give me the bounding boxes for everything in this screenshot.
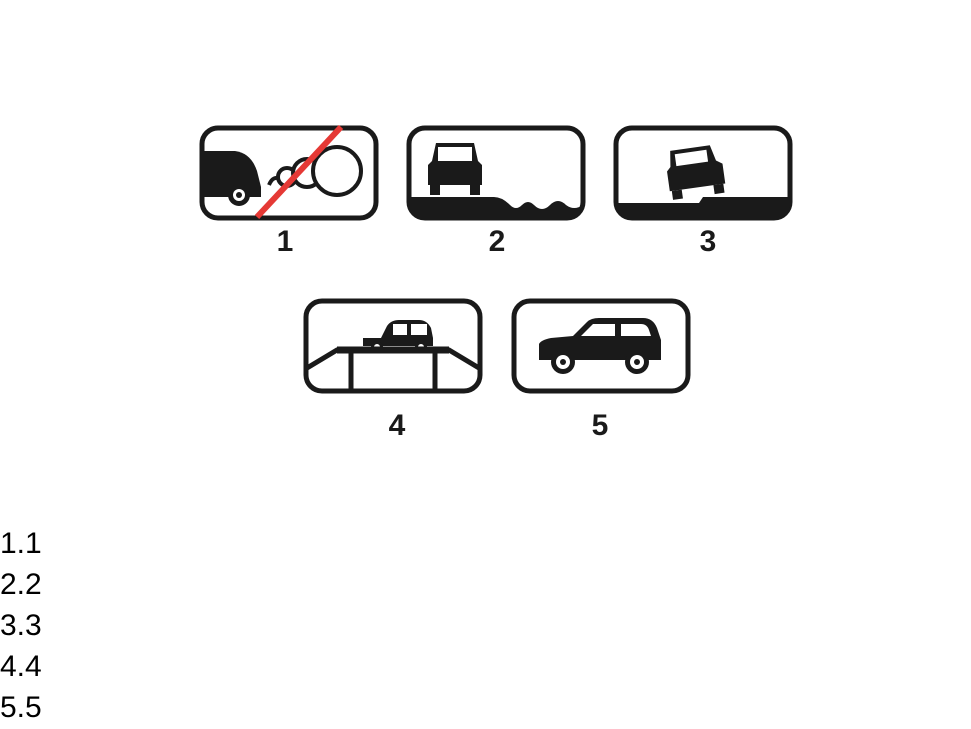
sign-1-number: 1 — [276, 225, 294, 258]
answer-option-4[interactable]: 4.4 — [0, 650, 42, 683]
sign-4-number: 4 — [388, 409, 406, 442]
passenger-car-icon — [511, 298, 691, 394]
answer-options: 1.1 2.2 3.3 4.4 5.5 — [0, 523, 42, 728]
sign-3-number: 3 — [699, 225, 717, 258]
sign-2 — [406, 125, 586, 221]
answer-option-3[interactable]: 3.3 — [0, 609, 42, 642]
answer-option-1[interactable]: 1.1 — [0, 527, 42, 560]
exhaust-smoke-prohibited-icon — [199, 125, 379, 221]
sign-5-number: 5 — [591, 409, 609, 442]
answer-option-5[interactable]: 5.5 — [0, 691, 42, 724]
answer-option-2[interactable]: 2.2 — [0, 568, 42, 601]
car-on-ramp-icon — [303, 298, 483, 394]
sign-4 — [303, 298, 483, 394]
sign-5 — [511, 298, 691, 394]
sign-3 — [613, 125, 793, 221]
sign-1 — [199, 125, 379, 221]
sign-2-number: 2 — [488, 225, 506, 258]
car-on-rough-road-icon — [406, 125, 586, 221]
car-on-tilted-road-icon — [613, 125, 793, 221]
